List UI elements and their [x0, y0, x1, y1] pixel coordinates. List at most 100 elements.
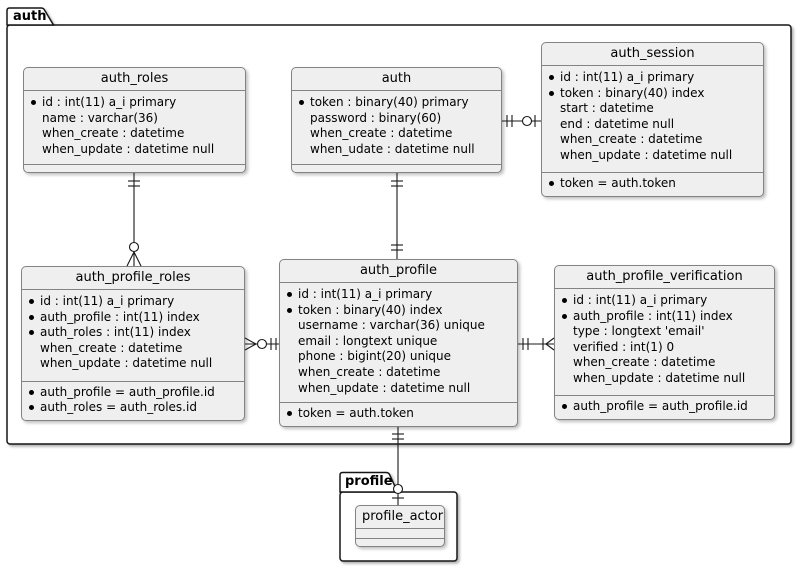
- attribute-row: auth_profile : int(11) index: [29, 310, 240, 326]
- attribute-row: token : binary(40) primary: [299, 95, 497, 111]
- attribute-text: id : int(11) a_i primary: [298, 287, 433, 301]
- bullet-spacer: [299, 111, 310, 121]
- attribute-row: auth_profile : int(11) index: [562, 309, 770, 325]
- entity-title: auth_session: [542, 43, 763, 66]
- entity-title: auth_profile_roles: [22, 267, 244, 290]
- attribute-row: id : int(11) a_i primary: [29, 294, 240, 310]
- attribute-text: id : int(11) a_i primary: [573, 293, 708, 307]
- key-bullet-icon: [287, 406, 298, 416]
- entity-empty-section: [24, 164, 245, 172]
- foreign-key-row: auth_roles = auth_roles.id: [29, 400, 240, 416]
- key-bullet-icon: [29, 325, 40, 335]
- entity-foreign-keys: token = auth.token: [280, 402, 517, 426]
- attribute-text: when_update : datetime null: [298, 380, 471, 395]
- attribute-text: when_update : datetime null: [573, 370, 746, 385]
- attribute-row: when_update : datetime null: [29, 356, 240, 372]
- bullet-spacer: [31, 142, 42, 152]
- foreign-key-row: auth_profile = auth_profile.id: [562, 399, 770, 415]
- bullet-spacer: [31, 126, 42, 136]
- attribute-row: when_udate : datetime null: [299, 142, 497, 158]
- attribute-row: when_create : datetime: [299, 126, 497, 142]
- foreign-key-row: token = auth.token: [549, 176, 759, 192]
- relation-auth-auth_profile: [391, 173, 403, 259]
- attribute-text: id : int(11) a_i primary: [42, 95, 177, 109]
- foreign-key-text: token = auth.token: [298, 406, 414, 421]
- attribute-row: when_create : datetime: [549, 132, 759, 148]
- cardinality-many-crowfoot: [133, 251, 142, 267]
- foreign-key-text: auth_profile = auth_profile.id: [573, 399, 748, 414]
- attribute-text: start : datetime: [560, 101, 654, 116]
- attribute-text: username : varchar(36) unique: [298, 318, 485, 333]
- attribute-text: token : binary(40) primary: [310, 95, 469, 109]
- entity-title: auth_profile: [280, 260, 517, 283]
- entity-title: auth: [292, 68, 501, 91]
- attribute-text: when_create : datetime: [573, 355, 716, 370]
- cardinality-zero-circle: [392, 483, 404, 495]
- attribute-row: id : int(11) a_i primary: [562, 293, 770, 309]
- bullet-spacer: [549, 117, 560, 127]
- attribute-row: id : int(11) a_i primary: [287, 287, 513, 303]
- attribute-row: when_update : datetime null: [562, 371, 770, 387]
- foreign-key-text: auth_roles = auth_roles.id: [40, 400, 197, 415]
- attribute-text: type : longtext 'email': [573, 324, 705, 339]
- cardinality-zero-circle: [128, 241, 140, 253]
- attribute-text: email : longtext unique: [298, 333, 438, 348]
- attribute-row: when_create : datetime: [31, 126, 241, 142]
- bullet-spacer: [562, 355, 573, 365]
- bullet-spacer: [287, 381, 298, 391]
- cardinality-zero-circle: [256, 338, 268, 350]
- attribute-text: token : binary(40) index: [560, 85, 705, 100]
- attribute-text: verified : int(1) 0: [573, 339, 675, 354]
- attribute-row: when_create : datetime: [287, 365, 513, 381]
- attribute-row: phone : bigint(20) unique: [287, 349, 513, 365]
- entity-attributes: token : binary(40) primary password : bin…: [292, 91, 501, 160]
- attribute-row: email : longtext unique: [287, 334, 513, 350]
- foreign-key-row: token = auth.token: [287, 406, 513, 422]
- attribute-row: when_update : datetime null: [31, 142, 241, 158]
- entity-empty-section: [356, 538, 444, 546]
- package-auth-label: auth: [13, 9, 47, 24]
- entity-foreign-keys: auth_profile = auth_profile.id: [555, 395, 774, 419]
- attribute-text: when_create : datetime: [298, 364, 441, 379]
- key-bullet-icon: [299, 95, 310, 105]
- relation-auth_profile-profile_actor: [392, 427, 404, 505]
- attribute-row: token : binary(40) index: [287, 303, 513, 319]
- attribute-row: name : varchar(36): [31, 111, 241, 127]
- attribute-row: id : int(11) a_i primary: [549, 70, 759, 86]
- attribute-text: id : int(11) a_i primary: [560, 70, 695, 84]
- attribute-row: password : binary(60): [299, 111, 497, 127]
- key-bullet-icon: [287, 303, 298, 313]
- cardinality-many-crowfoot: [244, 343, 257, 351]
- key-bullet-icon: [29, 310, 40, 320]
- attribute-text: id : int(11) a_i primary: [40, 294, 175, 308]
- foreign-key-text: auth_profile = auth_profile.id: [40, 384, 215, 399]
- cardinality-zero-circle: [521, 115, 533, 127]
- bullet-spacer: [31, 111, 42, 121]
- bullet-spacer: [549, 132, 560, 142]
- key-bullet-icon: [29, 400, 40, 410]
- package-profile-label: profile: [345, 474, 393, 489]
- attribute-text: name : varchar(36): [42, 110, 158, 125]
- attribute-text: when_udate : datetime null: [310, 141, 475, 156]
- key-bullet-icon: [29, 385, 40, 395]
- entity-profile_actor: profile_actor: [355, 505, 445, 547]
- foreign-key-text: token = auth.token: [560, 176, 676, 191]
- attribute-row: id : int(11) a_i primary: [31, 95, 241, 111]
- attribute-text: auth_profile : int(11) index: [573, 308, 733, 323]
- cardinality-many-crowfoot: [545, 343, 555, 351]
- entity-foreign-keys: token = auth.token: [542, 172, 763, 196]
- attribute-text: when_update : datetime null: [560, 147, 733, 162]
- attribute-row: start : datetime: [549, 101, 759, 117]
- attribute-text: when_update : datetime null: [40, 356, 213, 371]
- key-bullet-icon: [31, 95, 42, 105]
- attribute-text: phone : bigint(20) unique: [298, 349, 452, 364]
- key-bullet-icon: [562, 293, 573, 303]
- attribute-text: end : datetime null: [560, 116, 675, 131]
- attribute-text: auth_profile : int(11) index: [40, 309, 200, 324]
